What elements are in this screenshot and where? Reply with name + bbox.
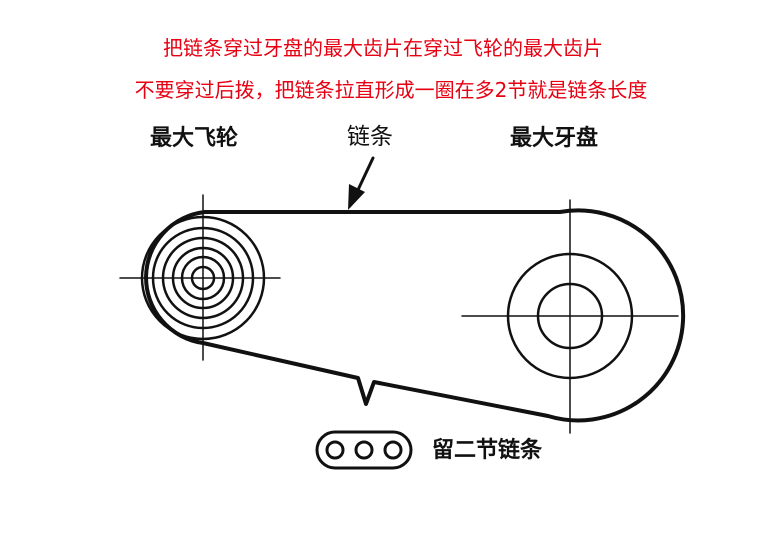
label-chain: 链条 xyxy=(347,124,393,150)
instruction-line-2: 不要穿过后拨，把链条拉直形成一圈在多2节就是链条长度 xyxy=(134,78,648,102)
two-chain-links-icon xyxy=(315,430,413,470)
label-largest-cassette: 最大飞轮 xyxy=(150,126,239,151)
instruction-line-1: 把链条穿过牙盘的最大齿片在穿过飞轮的最大齿片 xyxy=(163,36,603,60)
chain-pointer-arrow xyxy=(348,156,375,210)
chain-loop xyxy=(144,208,686,423)
label-largest-chainring: 最大牙盘 xyxy=(510,126,599,151)
cassette-crosshair xyxy=(119,194,281,361)
chainring-crosshair xyxy=(461,199,679,434)
label-keep-two-links: 留二节链条 xyxy=(432,438,543,463)
